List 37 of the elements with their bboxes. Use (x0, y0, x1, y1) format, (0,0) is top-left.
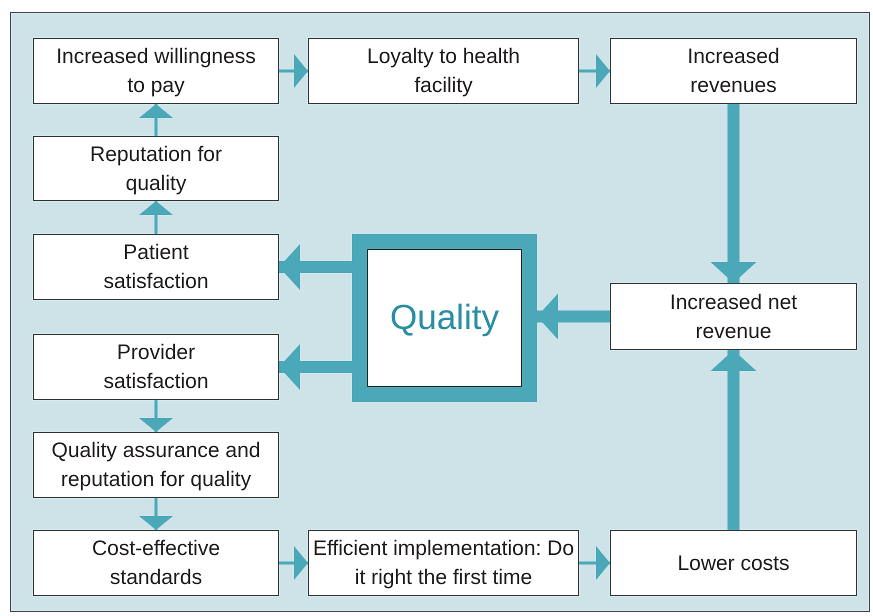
arrow (579, 546, 610, 580)
arrow (279, 546, 308, 580)
box-label: Efficient implementation: Do it right the first time (312, 536, 576, 591)
process-box (610, 38, 857, 104)
arrow (139, 400, 173, 432)
box-label: Loyalty to health facility (366, 44, 521, 99)
box-label: Increased net revenue (668, 290, 798, 344)
arrow (710, 350, 756, 530)
box-label: Provider satisfaction (102, 340, 210, 395)
arrow (579, 54, 610, 88)
box-label: Increased willingness to pay (56, 44, 256, 99)
arrow (279, 344, 352, 390)
process-box (308, 530, 579, 596)
arrow (537, 294, 610, 340)
box-label: Cost-effective standards (91, 536, 221, 591)
arrow (279, 54, 308, 88)
arrow (139, 201, 173, 234)
process-box (33, 334, 279, 400)
box-label: Increased revenues (686, 44, 781, 99)
box-label: Quality assurance and reputation for quality (50, 438, 262, 493)
box-label: Reputation for quality (89, 142, 223, 196)
arrow (710, 104, 756, 283)
quality-frame (352, 234, 537, 402)
arrow (139, 498, 173, 530)
box-label: Lower costs (677, 550, 790, 576)
process-box (610, 283, 857, 350)
process-box (308, 38, 579, 104)
box-label: Patient satisfaction (102, 240, 210, 295)
arrow (139, 104, 173, 136)
process-box (33, 234, 279, 300)
process-box (33, 136, 279, 201)
box-label: Quality (390, 298, 499, 338)
process-box (33, 432, 279, 498)
process-box (33, 530, 279, 596)
process-box (610, 530, 857, 596)
process-box (33, 38, 279, 104)
arrow (279, 244, 352, 290)
